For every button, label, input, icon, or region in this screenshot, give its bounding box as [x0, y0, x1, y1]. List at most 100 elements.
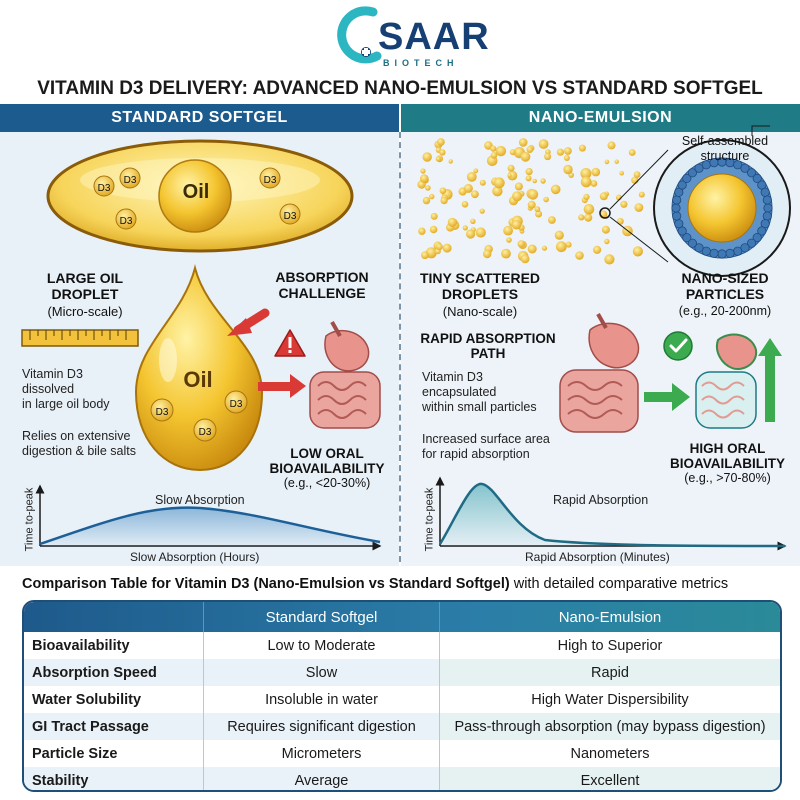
surfactant-head	[746, 168, 757, 178]
d3-label: D3	[155, 407, 169, 418]
nano-droplet	[604, 238, 610, 245]
nano-droplet	[418, 227, 426, 235]
nano-droplet	[466, 229, 476, 239]
table-cell: Requires significant digestion	[204, 713, 440, 740]
nano-droplet	[535, 210, 543, 218]
nano-droplet	[544, 153, 552, 161]
high-bioavailability-2: BIOAVAILABILITY	[670, 456, 785, 471]
comparison-table: Standard Softgel Nano-Emulsion Bioavaila…	[22, 600, 782, 792]
nano-droplet	[420, 168, 426, 174]
table-header-cell: Standard Softgel	[204, 602, 440, 632]
large-droplet-title-1: LARGE OIL	[46, 270, 124, 286]
nano-droplet	[532, 178, 537, 184]
nano-droplet	[439, 149, 446, 156]
nano-droplet	[634, 203, 644, 212]
nano-droplet	[493, 177, 505, 189]
droplet-oil-label: Oil	[183, 367, 213, 392]
red-arrow-gut	[258, 374, 306, 398]
nano-droplet	[599, 192, 608, 201]
digestive-system-center	[559, 313, 640, 433]
nano-droplet	[506, 237, 512, 243]
table-title-bold: Comparison Table for Vitamin D3 (Nano-Em…	[22, 576, 510, 592]
encapsulated-2: encapsulated	[422, 385, 497, 399]
nano-droplet	[511, 219, 522, 230]
surfactant-head	[682, 233, 692, 243]
nano-droplet	[607, 141, 616, 150]
table-title: Comparison Table for Vitamin D3 (Nano-Em…	[22, 576, 728, 592]
nano-droplet	[490, 152, 498, 159]
softgel-capsule	[46, 139, 354, 253]
table-cell: Particle Size	[24, 740, 204, 767]
nano-droplet	[540, 178, 546, 184]
nano-droplet	[461, 201, 469, 208]
nano-droplet	[583, 204, 595, 215]
nano-droplet	[617, 217, 624, 225]
panel-divider	[399, 132, 401, 562]
nano-droplet	[435, 156, 442, 162]
table-row: Stability Average Excellent	[24, 767, 780, 790]
nano-droplet	[578, 144, 586, 152]
surfactant-head	[740, 163, 750, 173]
d3-molecules	[93, 167, 301, 230]
surfactant-head	[672, 195, 682, 205]
table-row: GI Tract Passage Requires significant di…	[24, 713, 780, 740]
nano-droplet	[604, 159, 610, 165]
page-title: VITAMIN D3 DELIVERY: ADVANCED NANO-EMULS…	[37, 78, 763, 99]
nano-droplet	[633, 171, 641, 179]
nano-droplet	[475, 227, 486, 238]
nano-droplet	[429, 225, 438, 234]
nano-particles-2: PARTICLES	[685, 286, 765, 302]
rapid-curve-label: Rapid Absorption	[553, 493, 649, 507]
digestive-system-right	[695, 333, 758, 429]
nano-droplet	[556, 148, 565, 156]
nano-droplet	[439, 187, 447, 194]
nano-droplet	[583, 193, 590, 200]
slow-curve-label: Slow Absorption	[155, 493, 245, 507]
surfactant-head	[674, 219, 684, 229]
high-bioavailability-1: HIGH ORAL	[689, 441, 766, 456]
low-bioavailability-2: BIOAVAILABILITY	[269, 461, 385, 476]
standard-softgel-header: STANDARD SOFTGEL	[0, 104, 399, 132]
table-cell: Micrometers	[204, 740, 440, 767]
d3-label: D3	[229, 399, 243, 410]
table-cell: High to Superior	[557, 637, 663, 654]
surfactant-head	[752, 233, 762, 243]
nano-droplet	[620, 200, 628, 208]
nano-droplet	[422, 152, 432, 162]
nano-droplet	[501, 248, 511, 259]
nano-droplet	[462, 225, 468, 231]
dissolved-text-3: in large oil body	[22, 397, 110, 411]
nano-droplet	[473, 168, 479, 174]
nano-droplet	[525, 175, 532, 182]
large-droplet-title-2: DROPLET	[51, 286, 119, 302]
table-cell: GI Tract Passage	[24, 713, 204, 740]
nano-droplet	[565, 241, 572, 248]
nano-droplet	[436, 243, 443, 251]
nano-droplet	[442, 243, 452, 253]
d3-label: D3	[198, 427, 212, 438]
table-cell: Rapid	[440, 659, 780, 686]
nano-droplet	[601, 225, 610, 234]
surfactant-head	[757, 226, 767, 236]
right-y-axis-label: Time to-peak	[423, 487, 436, 552]
nano-droplet	[580, 168, 592, 179]
green-arrow-up	[758, 338, 782, 422]
encapsulated-3: within small particles	[422, 400, 537, 414]
table-cell: Bioavailability	[24, 632, 204, 659]
surfactant-head	[763, 203, 773, 213]
rapid-path-1: RAPID ABSORPTION	[420, 331, 556, 346]
self-assembled-2: structure	[700, 149, 750, 163]
nano-droplet	[563, 155, 570, 161]
brand-logo: SAAR BIOTECH	[0, 4, 800, 72]
digestive-system-left	[309, 321, 381, 429]
relies-text-2: digestion & bile salts	[22, 444, 136, 458]
nano-droplet	[619, 170, 624, 176]
table-cell: Excellent	[440, 767, 780, 790]
surfactant-head	[757, 180, 767, 190]
illustration-layer	[21, 125, 791, 551]
nano-droplets-field	[417, 138, 645, 265]
nano-droplet	[471, 190, 479, 199]
d3-label: D3	[283, 211, 297, 222]
surfactant-head	[733, 160, 743, 170]
table-row: Particle Size Micrometers Nanometers	[24, 740, 780, 767]
